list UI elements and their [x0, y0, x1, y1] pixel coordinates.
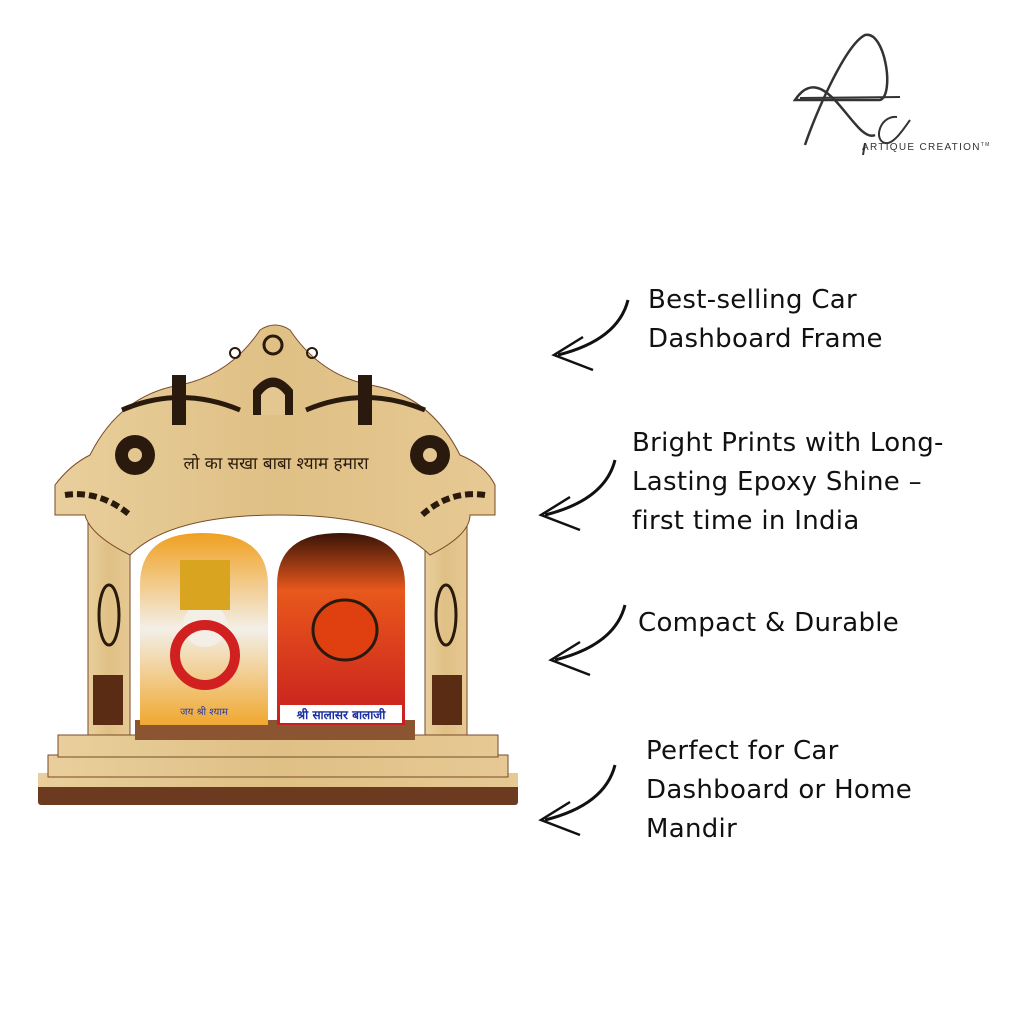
feature-bright-prints: Bright Prints with Long-Lasting Epoxy Sh…: [632, 428, 944, 536]
right-print-caption: श्री सालासर बालाजी: [296, 708, 387, 722]
feature-compact-durable: Compact & Durable: [638, 608, 900, 638]
curved-arrow-icon: [551, 299, 630, 372]
left-print-caption: जय श्री श्याम: [180, 706, 229, 718]
artique-creation-logo: [792, 33, 911, 156]
product-photo-temple-frame: जय श्री श्याम श्री सालासर बालाजी लो का स…: [38, 324, 518, 805]
curved-arrow-icon: [548, 604, 627, 677]
curved-arrow-icon: [538, 459, 617, 532]
arch-inscription: लो का सखा बाबा श्याम हमारा: [183, 453, 369, 474]
brand-name: ARTIQUE CREATIONTM: [862, 142, 991, 153]
curved-arrow-icon: [538, 764, 617, 837]
